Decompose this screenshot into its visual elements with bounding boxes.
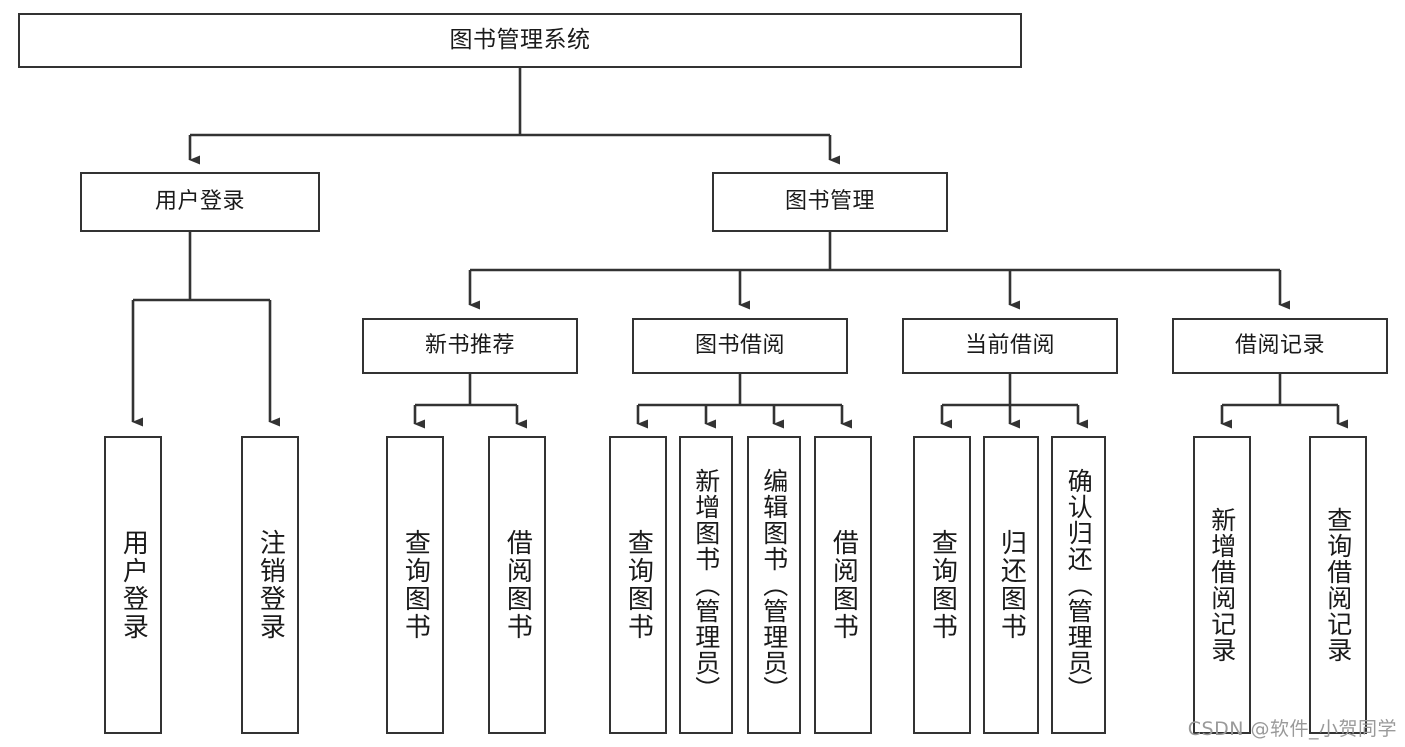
leaf-current-confirm-return-admin[interactable]: 确认归还（管理员） bbox=[1051, 436, 1106, 734]
leaf-user-login-login[interactable]: 用户登录 bbox=[104, 436, 162, 734]
leaf-borrow-query-book[interactable]: 查询图书 bbox=[609, 436, 667, 734]
node-user-login-label: 用户登录 bbox=[154, 188, 245, 214]
leaf-current-return-book-label: 归还图书 bbox=[996, 529, 1027, 641]
leaf-current-query-book-label: 查询图书 bbox=[927, 529, 958, 641]
node-book-management-label: 图书管理 bbox=[784, 188, 875, 214]
leaf-recommend-query-book-label: 查询图书 bbox=[400, 529, 431, 641]
leaf-current-confirm-return-admin-label: 确认归还（管理员） bbox=[1064, 468, 1094, 702]
node-new-book-recommend-label: 新书推荐 bbox=[424, 332, 515, 358]
leaf-record-add-record-label: 新增借阅记录 bbox=[1207, 507, 1237, 663]
node-book-borrow[interactable]: 图书借阅 bbox=[632, 318, 848, 374]
leaf-borrow-edit-book-admin[interactable]: 编辑图书（管理员） bbox=[747, 436, 801, 734]
leaf-borrow-add-book-admin-label: 新增图书（管理员） bbox=[691, 468, 721, 702]
leaf-record-query-record-label: 查询借阅记录 bbox=[1323, 507, 1353, 663]
leaf-user-login-logout-label: 注销登录 bbox=[255, 529, 286, 641]
leaf-borrow-borrow-book[interactable]: 借阅图书 bbox=[814, 436, 872, 734]
leaf-borrow-edit-book-admin-label: 编辑图书（管理员） bbox=[759, 468, 789, 702]
leaf-user-login-logout[interactable]: 注销登录 bbox=[241, 436, 299, 734]
node-book-management[interactable]: 图书管理 bbox=[712, 172, 948, 232]
node-root-label: 图书管理系统 bbox=[449, 26, 591, 53]
leaf-current-return-book[interactable]: 归还图书 bbox=[983, 436, 1039, 734]
leaf-record-add-record[interactable]: 新增借阅记录 bbox=[1193, 436, 1251, 734]
node-current-borrow[interactable]: 当前借阅 bbox=[902, 318, 1118, 374]
leaf-borrow-borrow-book-label: 借阅图书 bbox=[828, 529, 859, 641]
leaf-user-login-login-label: 用户登录 bbox=[118, 529, 149, 641]
leaf-recommend-borrow-book[interactable]: 借阅图书 bbox=[488, 436, 546, 734]
node-root[interactable]: 图书管理系统 bbox=[18, 13, 1022, 68]
node-current-borrow-label: 当前借阅 bbox=[964, 332, 1055, 358]
node-borrow-record[interactable]: 借阅记录 bbox=[1172, 318, 1388, 374]
leaf-recommend-query-book[interactable]: 查询图书 bbox=[386, 436, 444, 734]
leaf-borrow-add-book-admin[interactable]: 新增图书（管理员） bbox=[679, 436, 733, 734]
leaf-current-query-book[interactable]: 查询图书 bbox=[913, 436, 971, 734]
leaf-borrow-query-book-label: 查询图书 bbox=[623, 529, 654, 641]
leaf-record-query-record[interactable]: 查询借阅记录 bbox=[1309, 436, 1367, 734]
node-user-login[interactable]: 用户登录 bbox=[80, 172, 320, 232]
node-borrow-record-label: 借阅记录 bbox=[1234, 332, 1325, 358]
leaf-recommend-borrow-book-label: 借阅图书 bbox=[502, 529, 533, 641]
node-book-borrow-label: 图书借阅 bbox=[694, 332, 785, 358]
csdn-watermark: CSDN @软件_小贺同学 bbox=[1187, 718, 1397, 740]
node-new-book-recommend[interactable]: 新书推荐 bbox=[362, 318, 578, 374]
